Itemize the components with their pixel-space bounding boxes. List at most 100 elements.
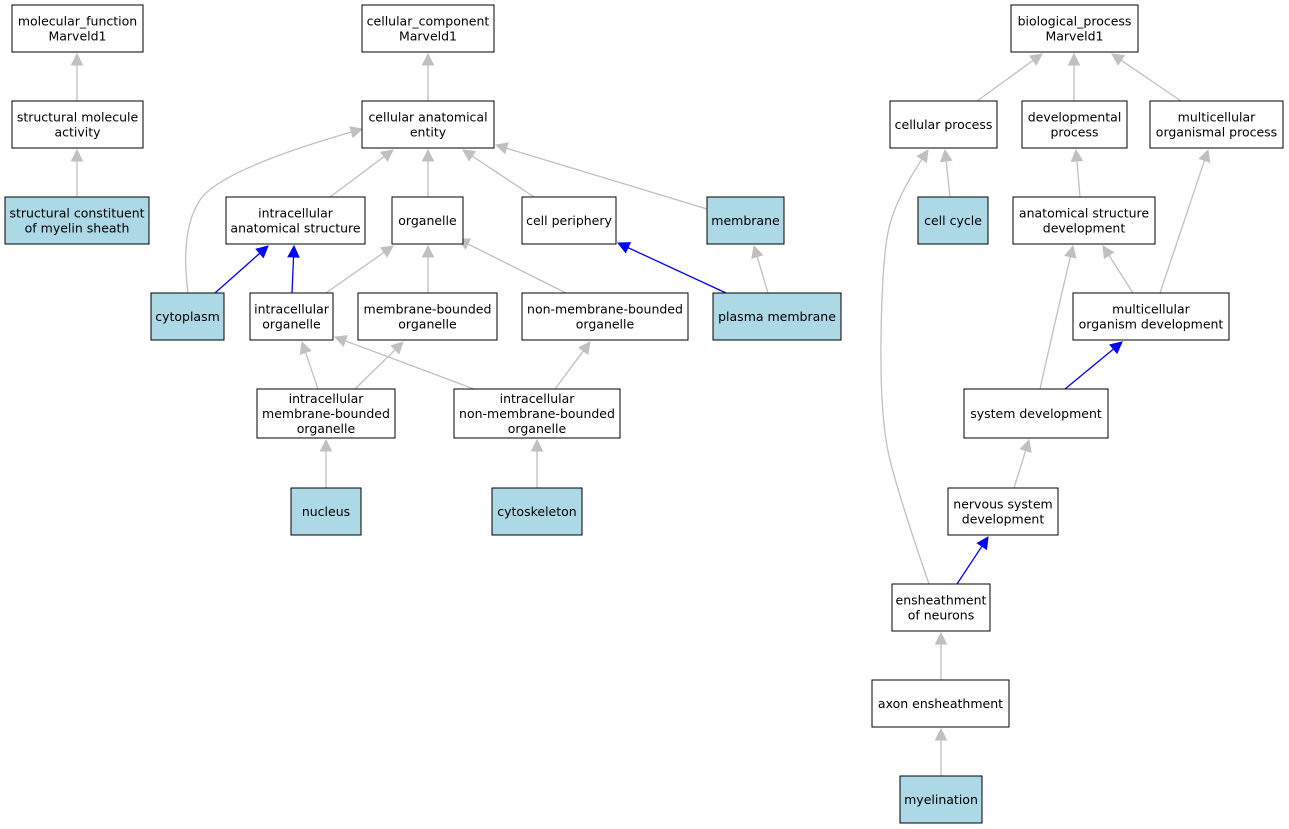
edge-cell_cycle-to-cellular_process — [939, 148, 953, 198]
node-label-line: anatomical structure — [230, 221, 360, 236]
edge-arrowhead — [934, 631, 948, 645]
node-label-line: intracellular — [254, 302, 330, 317]
node-box — [225, 196, 366, 245]
edge-arrowhead — [349, 126, 364, 139]
edge-line — [1120, 59, 1182, 102]
edge-imb_org-to-mb_org — [354, 341, 404, 390]
edge-ens_neurons-to-cellular_process — [880, 149, 930, 585]
edge-arrowhead — [421, 148, 435, 162]
edge-arrowhead — [379, 245, 394, 258]
edge-line — [345, 340, 475, 390]
go-term-node-sys_dev[interactable]: system development — [963, 388, 1109, 439]
node-label-line: cellular_component — [367, 14, 490, 29]
node-box — [899, 775, 983, 824]
edge-arrowhead — [70, 148, 84, 162]
edge-axon_ens-to-ens_neurons — [934, 631, 948, 680]
go-term-node-myelination[interactable]: myelination — [899, 775, 983, 824]
edge-arrowhead — [1028, 53, 1043, 66]
node-box — [1012, 196, 1156, 245]
go-term-node-axon_ens[interactable]: axon ensheathment — [871, 679, 1010, 728]
edge-line — [1013, 450, 1027, 489]
node-label-line: non-membrane-bounded — [459, 406, 615, 421]
go-term-node-cytoplasm[interactable]: cytoplasm — [150, 292, 225, 341]
edges-layer — [70, 52, 1211, 776]
go-term-node-nucleus[interactable]: nucleus — [290, 487, 362, 536]
edge-arrowhead — [319, 438, 333, 452]
edge-nucleus-to-imb_org — [319, 438, 333, 488]
go-term-node-cell_periphery[interactable]: cell periphery — [521, 196, 617, 245]
node-label-line: process — [1050, 125, 1098, 140]
node-label-line: of myelin sheath — [25, 221, 130, 236]
edge-arrowhead — [939, 148, 953, 163]
node-label-line: cellular process — [895, 117, 993, 132]
node-label-line: myelination — [904, 792, 978, 807]
edge-arrowhead — [287, 244, 300, 258]
go-term-node-cytoskeleton[interactable]: cytoskeleton — [491, 487, 583, 536]
node-label-line: development — [962, 512, 1045, 527]
edge-dev_process-to-bp_root — [1067, 52, 1081, 101]
node-box — [357, 292, 498, 341]
edge-arrowhead — [934, 727, 948, 741]
go-term-node-cell_cycle[interactable]: cell cycle — [917, 196, 989, 245]
node-label-line: membrane — [711, 213, 780, 228]
edge-mod-to-asd — [1102, 245, 1134, 294]
node-box — [871, 679, 1010, 728]
node-label-line: organelle — [297, 421, 356, 436]
node-box — [917, 196, 989, 245]
node-label-line: Marveld1 — [1045, 29, 1103, 44]
node-box — [4, 196, 150, 245]
edge-mod-to-mc_org_process — [1159, 148, 1211, 294]
node-box — [249, 292, 334, 341]
edge-arrowhead — [462, 149, 477, 162]
edge-arrowhead — [530, 438, 544, 452]
node-label-line: cytoskeleton — [497, 504, 576, 519]
go-term-node-organelle[interactable]: organelle — [391, 196, 464, 245]
edge-struct_mol-to-mf_root — [70, 52, 84, 101]
edge-membrane-to-cae — [494, 142, 708, 210]
node-label-line: organelle — [398, 213, 457, 228]
edge-line — [554, 350, 584, 390]
node-label-line: organelle — [508, 421, 567, 436]
go-term-node-inmb_org[interactable]: intracellularnon-membrane-boundedorganel… — [453, 388, 621, 439]
edge-arrowhead — [1109, 341, 1123, 355]
node-box — [1010, 4, 1139, 53]
edge-myelin_const-to-struct_mol — [70, 148, 84, 197]
node-label-line: cellular anatomical — [368, 110, 487, 125]
edge-line — [329, 156, 385, 198]
node-box — [1021, 100, 1128, 149]
edge-arrowhead — [1064, 244, 1077, 259]
edge-arrowhead — [70, 52, 84, 66]
edge-arrowhead — [976, 536, 989, 551]
node-box — [963, 388, 1109, 439]
node-box — [1149, 100, 1284, 149]
go-term-node-membrane[interactable]: membrane — [706, 196, 785, 245]
edge-line — [1159, 160, 1206, 294]
node-label-line: development — [1043, 221, 1126, 236]
node-label-line: plasma membrane — [718, 309, 836, 324]
edge-arrowhead — [390, 341, 404, 355]
node-box — [891, 583, 991, 632]
go-term-node-cellular_process[interactable]: cellular process — [889, 100, 998, 149]
go-term-node-plasma_membrane[interactable]: plasma membrane — [712, 292, 842, 341]
node-box — [150, 292, 225, 341]
node-box — [453, 388, 621, 439]
edge-intra_org-to-organelle — [325, 245, 394, 294]
